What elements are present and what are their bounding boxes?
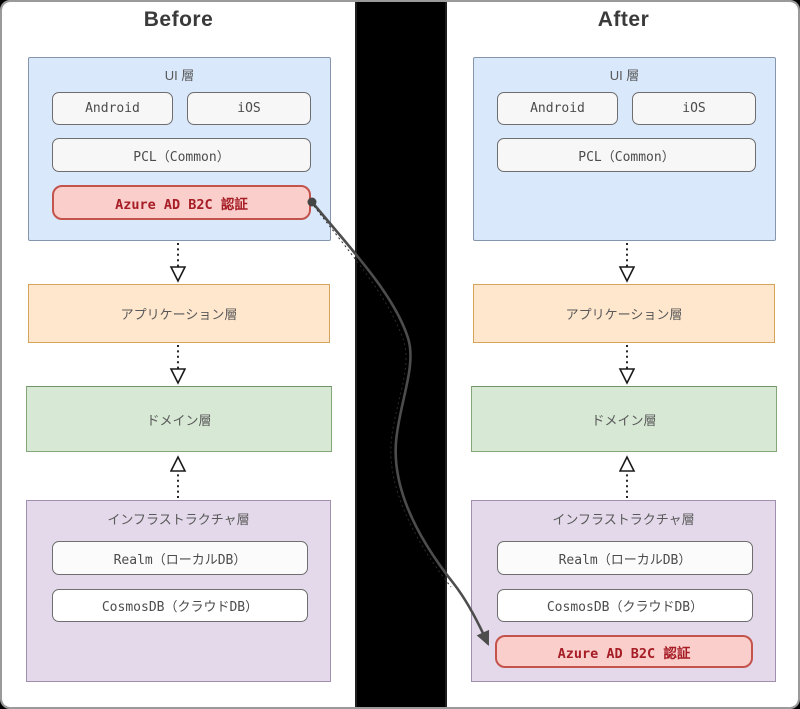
after-title: After: [597, 8, 650, 31]
before-application-layer-label: アプリケーション層: [120, 307, 238, 322]
after-domain-layer-label: ドメイン層: [591, 412, 657, 428]
before-panel: Before UI 層 Android iOS PCL（Common） Azur…: [2, 2, 357, 707]
after-cosmosdb-box: CosmosDB（クラウドDB）: [497, 589, 753, 622]
panel-gap: [357, 2, 445, 707]
before-ui-layer-label: UI 層: [164, 68, 195, 83]
after-android-box: Android: [497, 92, 618, 125]
before-ios-box: iOS: [187, 92, 311, 125]
after-realm-box: Realm（ローカルDB）: [497, 541, 753, 575]
before-domain-layer-label: ドメイン層: [146, 412, 212, 428]
after-infrastructure-layer-box: インフラストラクチャ層 Realm（ローカルDB） CosmosDB（クラウドD…: [471, 500, 776, 682]
before-application-layer-box: アプリケーション層: [28, 284, 330, 343]
before-azure-auth-box: Azure AD B2C 認証: [52, 185, 311, 220]
before-cosmosdb-box: CosmosDB（クラウドDB）: [52, 589, 308, 622]
after-ui-layer-box: UI 層 Android iOS PCL（Common）: [473, 57, 776, 241]
after-infrastructure-layer-label: インフラストラクチャ層: [552, 512, 695, 527]
before-title: Before: [143, 8, 214, 31]
before-infrastructure-layer-box: インフラストラクチャ層 Realm（ローカルDB） CosmosDB（クラウドD…: [26, 500, 331, 682]
after-panel: After UI 層 Android iOS PCL（Common） アプリケー…: [445, 2, 798, 707]
before-realm-box: Realm（ローカルDB）: [52, 541, 308, 575]
after-application-layer-label: アプリケーション層: [565, 307, 683, 322]
after-domain-layer-box: ドメイン層: [471, 386, 777, 452]
before-ui-layer-box: UI 層 Android iOS PCL（Common） Azure AD B2…: [28, 57, 331, 241]
before-domain-layer-box: ドメイン層: [26, 386, 332, 452]
after-application-layer-box: アプリケーション層: [473, 284, 775, 343]
after-ios-box: iOS: [632, 92, 756, 125]
after-ui-layer-label: UI 層: [609, 68, 640, 83]
before-android-box: Android: [52, 92, 173, 125]
before-pcl-box: PCL（Common）: [52, 138, 311, 172]
after-azure-auth-box: Azure AD B2C 認証: [495, 635, 753, 668]
before-infrastructure-layer-label: インフラストラクチャ層: [107, 512, 250, 527]
after-pcl-box: PCL（Common）: [497, 138, 756, 172]
